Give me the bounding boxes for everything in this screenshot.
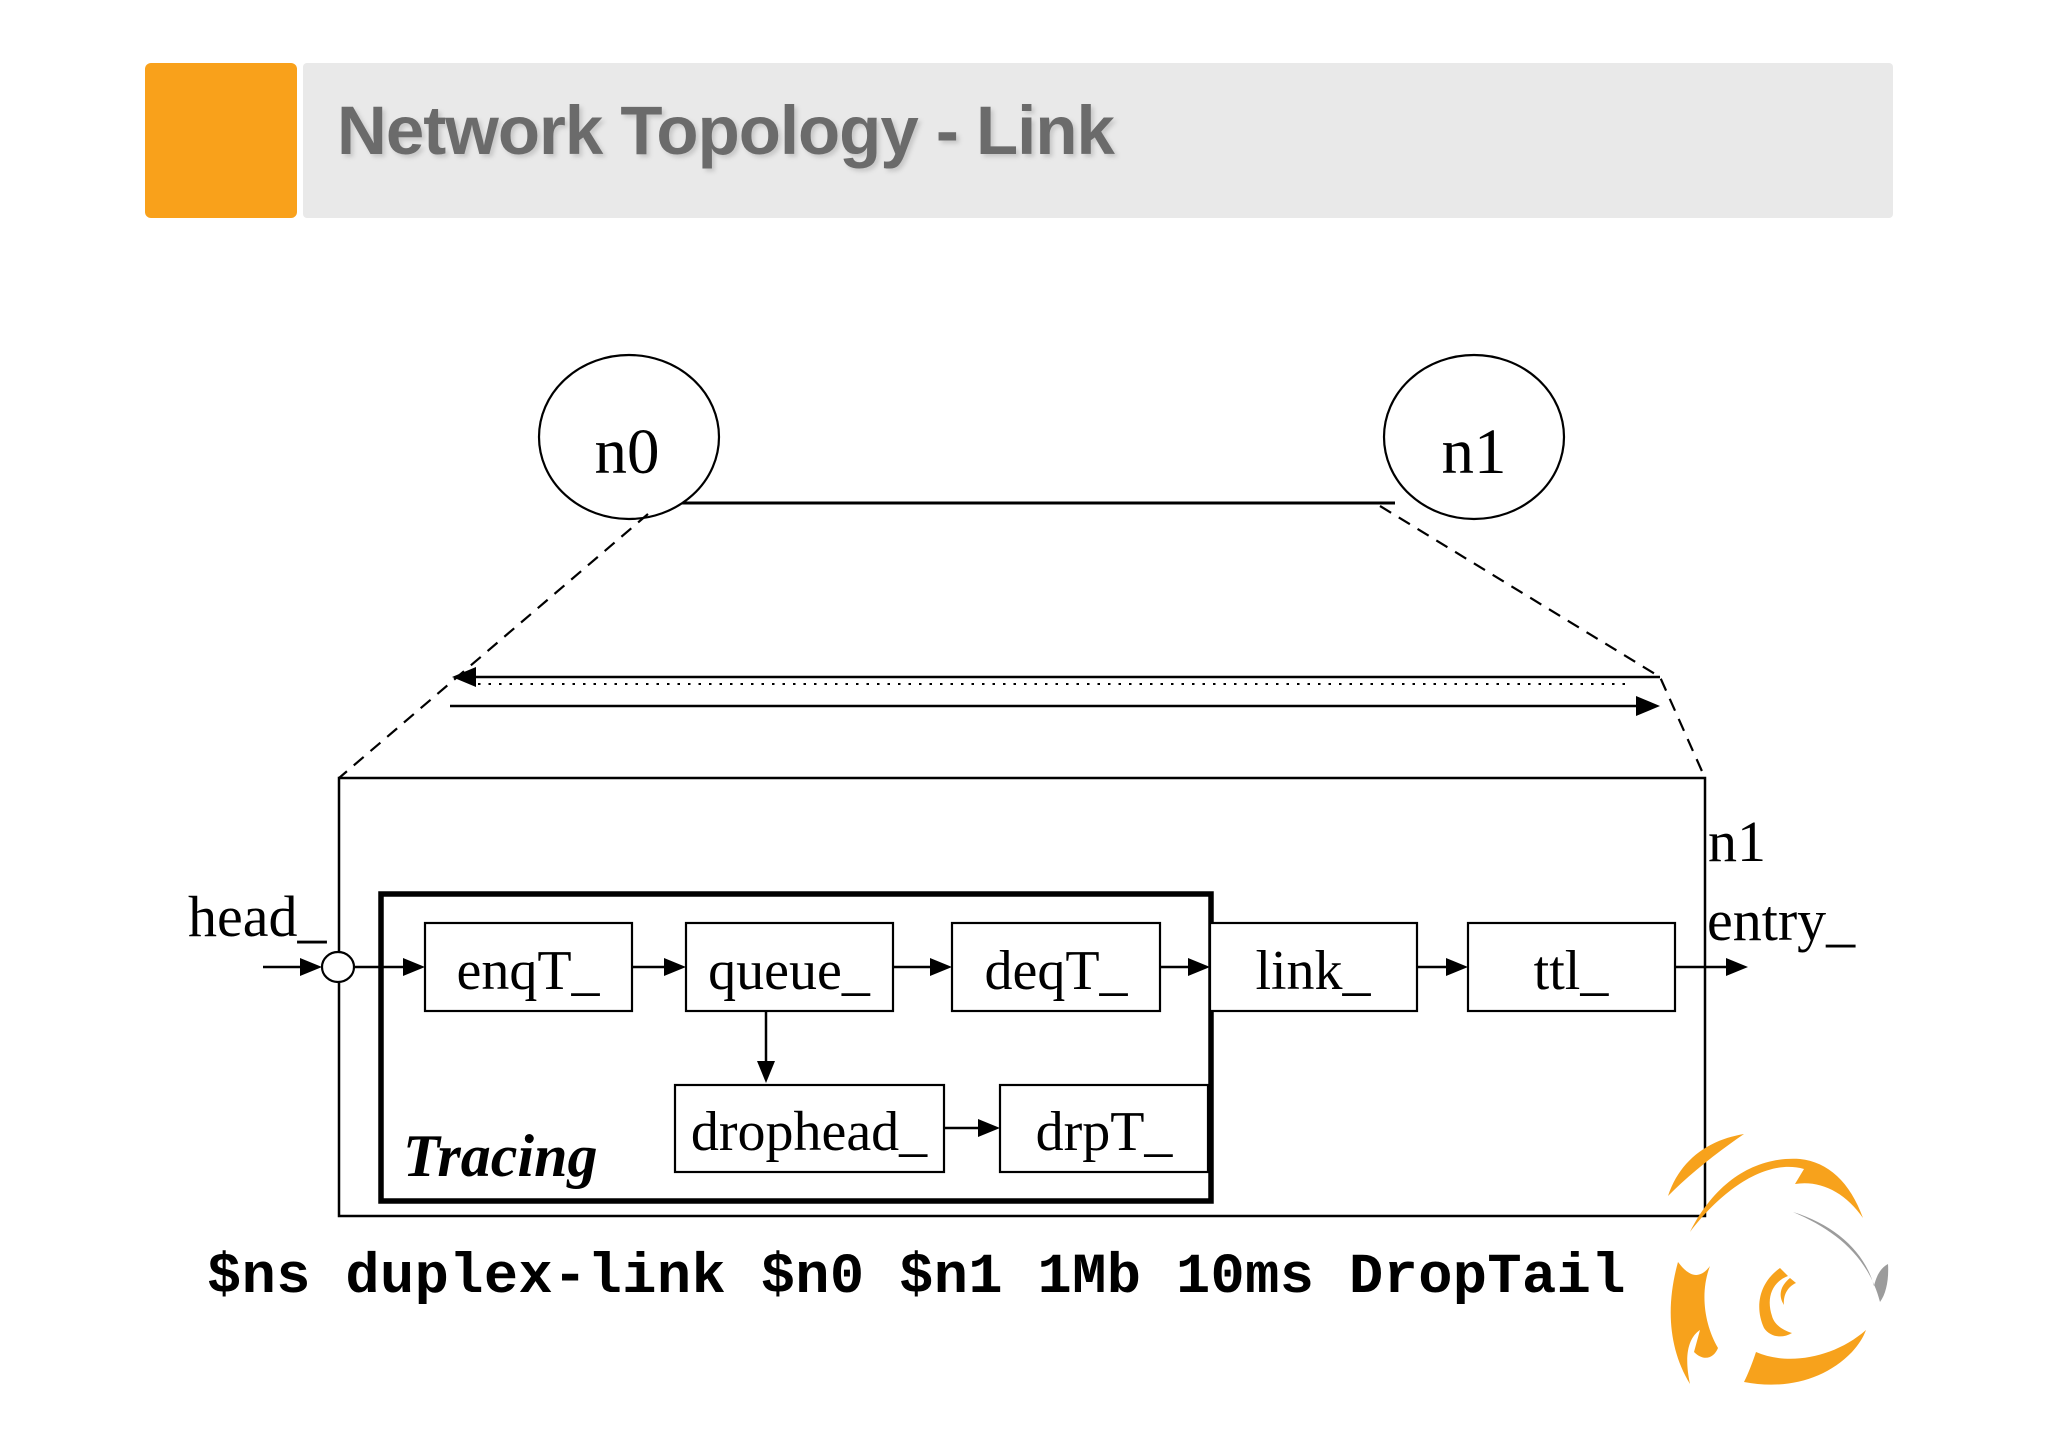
- junction-to-enqt-arrow: [354, 958, 425, 976]
- logo-gray-crescent: [1793, 1212, 1889, 1302]
- zoom-dashed-right: [1379, 505, 1707, 779]
- logo-bottom-crescent: [1744, 1330, 1866, 1385]
- entry-label-line2: entry_: [1707, 888, 1856, 953]
- box-enqt-label: enqT_: [456, 940, 600, 1002]
- box-drpt: [998, 1083, 1210, 1174]
- arrow-deqt-to-link: [1160, 958, 1210, 976]
- tracing-label: Tracing: [403, 1123, 597, 1189]
- arrow-queue-to-drophead: [757, 1011, 775, 1083]
- accent-square: [145, 63, 297, 218]
- tracing-box: [378, 891, 1214, 1204]
- box-link-label: link_: [1255, 940, 1371, 1002]
- code-line: $ns duplex-link $n0 $n1 1Mb 10ms DropTai…: [207, 1246, 1626, 1310]
- arrow-drophead-to-drpt: [944, 1119, 1000, 1137]
- node-n1-label: n1: [1442, 416, 1507, 488]
- logo-inner-small-crescent: [1780, 1278, 1796, 1305]
- logo-inner-mid-crescent: [1759, 1268, 1792, 1337]
- link-outer-box: [337, 776, 1707, 1218]
- arrow-toward-n0: [452, 667, 1660, 687]
- arrow-enqt-to-queue: [632, 958, 686, 976]
- zoom-dashed-left: [338, 513, 649, 779]
- page-title: Network Topology - Link: [337, 92, 1115, 169]
- box-ttl-label: ttl_: [1534, 940, 1610, 1002]
- entry-label-line1: n1: [1708, 809, 1766, 874]
- box-queue-label: queue_: [708, 940, 871, 1002]
- box-queue: [684, 921, 895, 1013]
- arrow-link-to-ttl: [1417, 958, 1468, 976]
- node-n0-circle: [537, 353, 721, 521]
- node-n0-label: n0: [595, 416, 660, 488]
- box-ttl: [1466, 921, 1677, 1013]
- box-drpt-label: drpT_: [1036, 1101, 1174, 1163]
- logo-top-crescent: [1690, 1158, 1863, 1232]
- box-deqt: [950, 921, 1162, 1013]
- arrow-queue-to-deqt: [893, 958, 952, 976]
- head-input-arrow: [263, 958, 322, 976]
- title-bar: [303, 63, 1893, 218]
- arrow-ttl-to-exit: [1675, 958, 1748, 976]
- box-drophead: [673, 1083, 946, 1174]
- swirl-logo: [1668, 1134, 1889, 1385]
- box-link: [1208, 921, 1419, 1013]
- junction-circle: [320, 950, 356, 984]
- box-drophead-label: drophead_: [691, 1101, 928, 1163]
- logo-left-arm: [1670, 1262, 1718, 1384]
- box-enqt: [423, 921, 634, 1013]
- node-n1-circle: [1382, 353, 1566, 521]
- arrow-toward-n1: [450, 696, 1660, 716]
- box-deqt-label: deqT_: [984, 940, 1128, 1002]
- head-label: head_: [188, 884, 327, 949]
